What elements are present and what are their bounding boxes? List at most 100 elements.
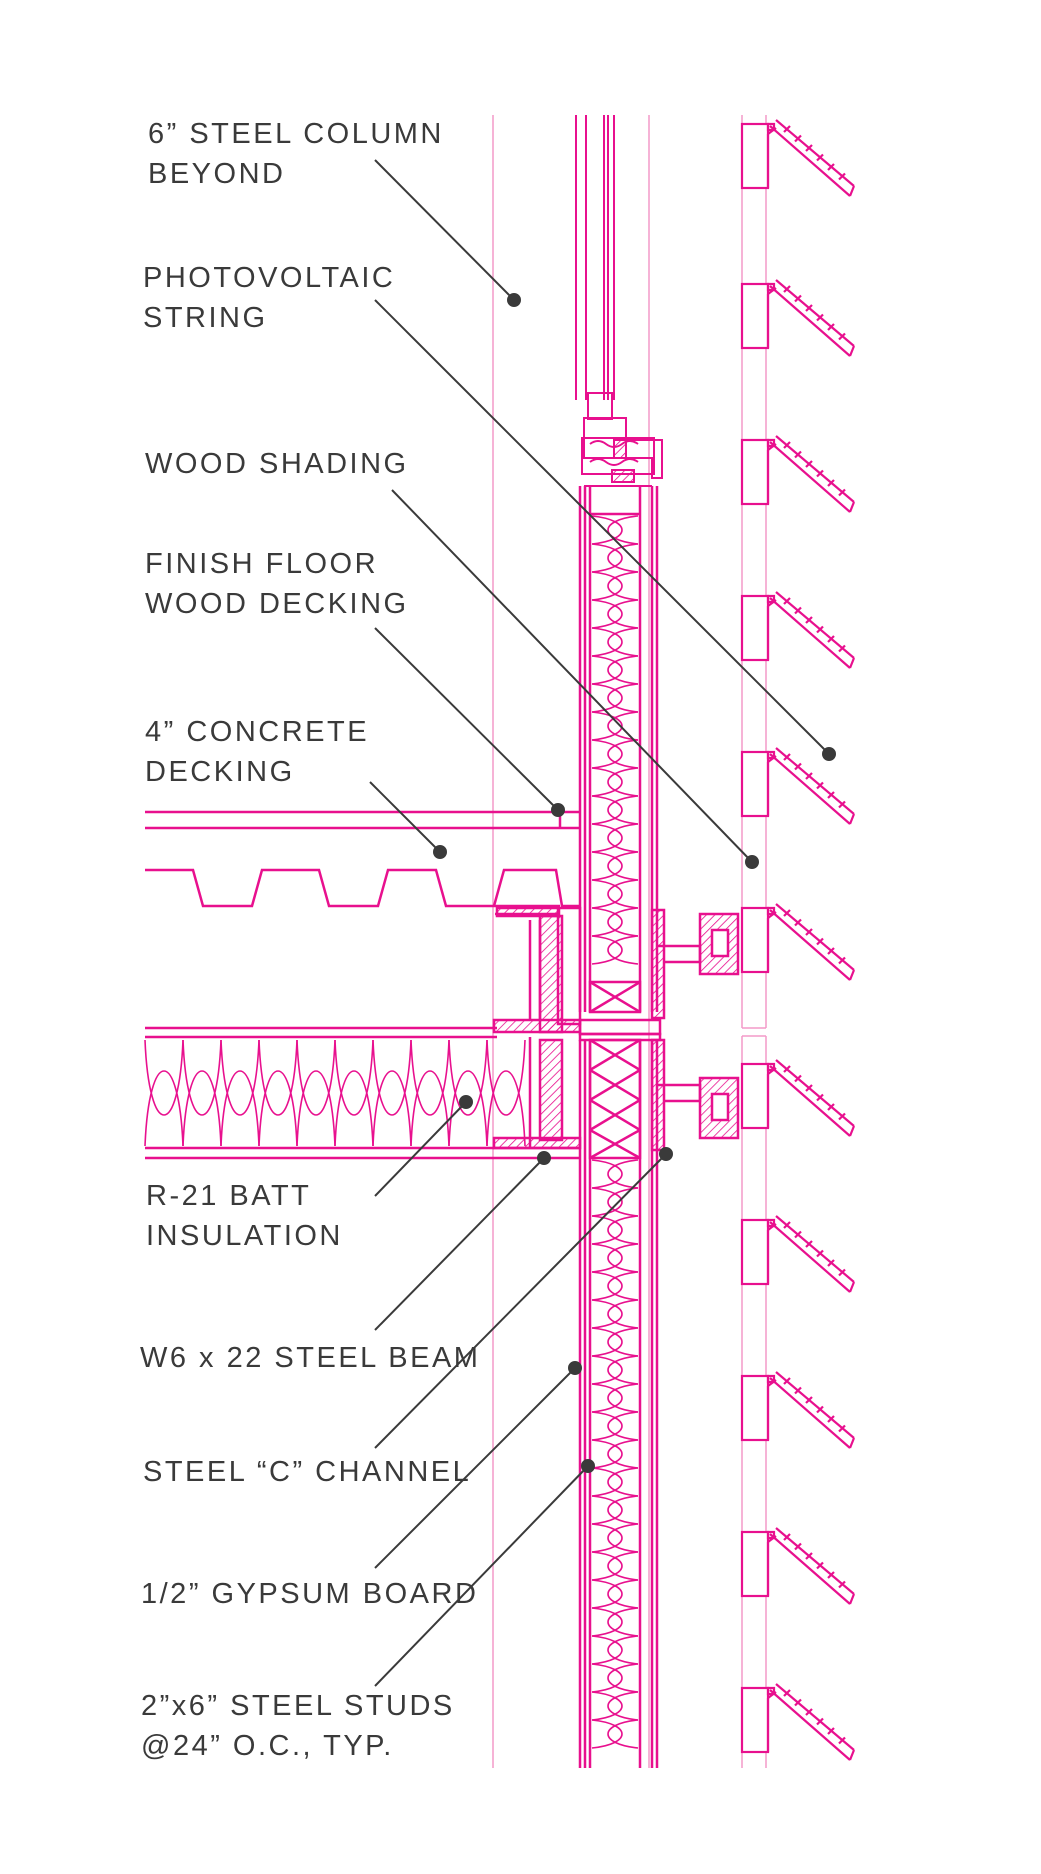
batt-loop <box>220 1070 260 1147</box>
insulation-loop <box>591 1607 623 1637</box>
callout-concrete-line1: 4” CONCRETE <box>145 716 370 748</box>
shading-louver <box>740 1527 856 1605</box>
insulation-loop <box>607 1215 639 1245</box>
shading-louver <box>740 1371 856 1449</box>
insulation-loop <box>591 935 623 965</box>
insulation-loop <box>607 739 639 769</box>
batt-loop <box>296 1070 336 1147</box>
insulation-loop <box>607 515 639 545</box>
insulation-loop <box>607 1187 639 1217</box>
batt-loop <box>372 1070 412 1147</box>
batt-loop <box>144 1039 184 1116</box>
insulation-loop <box>607 1719 639 1749</box>
insulation-loop <box>591 1411 623 1441</box>
callout-photovoltaic: PHOTOVOLTAIC STRING <box>143 258 395 338</box>
insulation-loop <box>591 1719 623 1749</box>
insulation-loop <box>591 1691 623 1721</box>
callout-steel-column-line2: BEYOND <box>148 158 286 190</box>
insulation-loop <box>607 1243 639 1273</box>
batt-loop <box>486 1039 526 1116</box>
shading-louver <box>740 1215 856 1293</box>
callout-wood-shading: WOOD SHADING <box>145 444 409 484</box>
callout-steel-column-line1: 6” STEEL COLUMN <box>148 118 444 150</box>
insulation-loop <box>591 1299 623 1329</box>
insulation-loop <box>607 823 639 853</box>
insulation-loop <box>591 1271 623 1301</box>
callout-studs-line2: @24” O.C., TYP. <box>141 1730 394 1762</box>
callout-concrete-line2: DECKING <box>145 756 295 788</box>
wall-insulation-upper <box>591 515 639 965</box>
batt-loop <box>182 1070 222 1147</box>
insulation-loop <box>607 1355 639 1385</box>
insulation-loop <box>591 739 623 769</box>
insulation-loop <box>591 1327 623 1357</box>
insulation-loop <box>591 823 623 853</box>
shading-louver <box>740 903 856 981</box>
insulation-loop <box>591 1523 623 1553</box>
callout-photovoltaic-line1: PHOTOVOLTAIC <box>143 262 396 294</box>
insulation-loop <box>607 1635 639 1665</box>
insulation-loop <box>607 935 639 965</box>
insulation-loop <box>607 1327 639 1357</box>
insulation-loop <box>607 1551 639 1581</box>
insulation-loop <box>607 627 639 657</box>
shading-louver <box>740 1059 856 1137</box>
insulation-loop <box>591 599 623 629</box>
callout-beam: W6 x 22 STEEL BEAM <box>140 1338 480 1378</box>
shading-louver <box>740 1683 856 1761</box>
batt-loop <box>448 1070 488 1147</box>
batt-loop <box>144 1070 184 1147</box>
insulation-loop <box>607 1607 639 1637</box>
insulation-loop <box>607 599 639 629</box>
batt-loop <box>334 1039 374 1116</box>
insulation-loop <box>607 1579 639 1609</box>
batt-loop <box>372 1039 412 1116</box>
insulation-loop <box>607 851 639 881</box>
shading-louver <box>740 591 856 669</box>
insulation-loop <box>591 879 623 909</box>
shading-louver <box>740 119 856 197</box>
insulation-loop <box>607 1495 639 1525</box>
callout-batt: R-21 BATT INSULATION <box>146 1176 343 1256</box>
callout-beam-line1: W6 x 22 STEEL BEAM <box>140 1342 481 1374</box>
callout-studs: 2”x6” STEEL STUDS @24” O.C., TYP. <box>141 1686 455 1766</box>
insulation-loop <box>591 907 623 937</box>
callout-concrete: 4” CONCRETE DECKING <box>145 712 369 792</box>
callout-batt-line1: R-21 BATT <box>146 1180 312 1212</box>
insulation-loop <box>607 1271 639 1301</box>
insulation-loop <box>607 1159 639 1189</box>
floor-assembly <box>145 810 662 1160</box>
window-frame <box>575 115 663 487</box>
insulation-loop <box>591 1439 623 1469</box>
insulation-loop <box>607 711 639 741</box>
batt-loop <box>486 1070 526 1147</box>
insulation-loop <box>591 1243 623 1273</box>
insulation-loop <box>607 543 639 573</box>
insulation-loop <box>607 1523 639 1553</box>
insulation-loop <box>607 655 639 685</box>
insulation-loop <box>591 1635 623 1665</box>
insulation-loop <box>591 515 623 545</box>
batt-loop <box>182 1039 222 1116</box>
callout-gypsum-line1: 1/2” GYPSUM BOARD <box>141 1578 479 1610</box>
batt-loop <box>410 1039 450 1116</box>
insulation-loop <box>591 1551 623 1581</box>
callout-studs-line1: 2”x6” STEEL STUDS <box>141 1690 455 1722</box>
callout-steel-column: 6” STEEL COLUMN BEYOND <box>148 114 444 194</box>
insulation-loop <box>591 1467 623 1497</box>
batt-loop <box>258 1070 298 1147</box>
shading-louver <box>740 435 856 513</box>
insulation-loop <box>591 627 623 657</box>
insulation-loop <box>607 1663 639 1693</box>
insulation-loop <box>607 683 639 713</box>
insulation-loop <box>607 1691 639 1721</box>
insulation-loop <box>591 767 623 797</box>
insulation-loop <box>591 683 623 713</box>
callout-wood-shading-line1: WOOD SHADING <box>145 448 409 480</box>
insulation-loop <box>607 1467 639 1497</box>
insulation-loop <box>591 795 623 825</box>
insulation-loop <box>591 851 623 881</box>
callout-photovoltaic-line2: STRING <box>143 302 268 334</box>
insulation-loop <box>591 1663 623 1693</box>
callout-finish-floor-line1: FINISH FLOOR <box>145 548 379 580</box>
